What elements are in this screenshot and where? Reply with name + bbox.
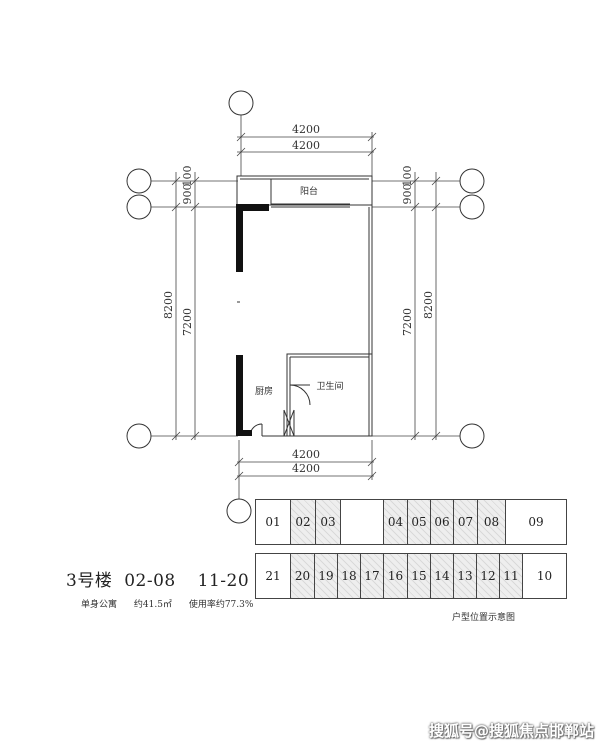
unit-cell-08: 08	[477, 499, 506, 545]
unit-cell-19: 19	[314, 553, 338, 599]
room-label-kitchen: 厨房	[255, 385, 273, 397]
dim-top-outer: 4200	[292, 123, 320, 136]
axis-bubble-right-2	[459, 194, 485, 220]
room-label-bathroom: 卫生间	[316, 380, 343, 392]
unit-cell-09: 09	[505, 499, 567, 545]
dim-bottom-inner: 4200	[292, 462, 320, 475]
unit-type: 单身公寓	[81, 600, 118, 610]
unit-cell-03: 03	[315, 499, 341, 545]
unit-walls	[236, 175, 373, 437]
watermark: 搜狐号@搜狐焦点邯郸站	[429, 722, 595, 740]
dim-bottom-outer: 4200	[292, 448, 320, 461]
unit-cell-21: 21	[255, 553, 291, 599]
key-plan-caption: 户型位置示意图	[452, 613, 516, 623]
unit-cell-06: 06	[430, 499, 454, 545]
building-name: 3号楼	[66, 571, 113, 591]
unit-cell-05: 05	[407, 499, 431, 545]
dimension-lines	[151, 115, 460, 499]
unit-cell-17: 17	[360, 553, 384, 599]
unit-cell-empty	[340, 499, 384, 545]
dim-top-inner: 4200	[292, 139, 320, 152]
dim-left-balcony: 900	[181, 184, 194, 205]
unit-cell-20: 20	[290, 553, 315, 599]
axis-bubble-left-1	[126, 168, 152, 194]
axis-bubble-right-1	[459, 168, 485, 194]
unit-cell-16: 16	[383, 553, 408, 599]
unit-cell-11: 11	[499, 553, 523, 599]
dim-left-wall: 100	[181, 166, 194, 187]
dim-right-total: 8200	[422, 291, 435, 319]
unit-cell-02: 02	[290, 499, 316, 545]
axis-bubble-right-3	[459, 423, 485, 449]
dim-left-main: 7200	[181, 308, 194, 336]
unit-cell-14: 14	[430, 553, 454, 599]
unit-cell-10: 10	[522, 553, 567, 599]
building-title-line: 3号楼 02-08 11-20	[66, 566, 249, 591]
unit-area: 约41.5㎡	[133, 600, 172, 610]
unit-range-1: 02-08	[124, 571, 176, 591]
dim-right-main: 7200	[401, 308, 414, 336]
axis-bubble-top	[228, 90, 254, 116]
unit-cell-13: 13	[453, 553, 477, 599]
dim-left-total: 8200	[162, 291, 175, 319]
structural-columns	[236, 204, 269, 436]
unit-cell-07: 07	[453, 499, 478, 545]
dim-right-wall: 100	[401, 166, 414, 187]
unit-cell-12: 12	[476, 553, 500, 599]
axis-bubble-left-2	[126, 194, 152, 220]
axis-bubble-bottom	[226, 498, 252, 524]
axis-bubble-left-3	[126, 423, 152, 449]
usage-rate: 使用率约77.3%	[188, 600, 254, 610]
unit-cell-18: 18	[337, 553, 361, 599]
unit-cell-01: 01	[255, 499, 291, 545]
building-subtitle-line: 单身公寓 约41.5㎡ 使用率约77.3%	[81, 597, 267, 610]
unit-cell-04: 04	[383, 499, 408, 545]
unit-cell-15: 15	[407, 553, 431, 599]
unit-range-2: 11-20	[197, 571, 250, 591]
room-label-balcony: 阳台	[300, 185, 318, 197]
dim-right-balcony: 900	[401, 184, 414, 205]
